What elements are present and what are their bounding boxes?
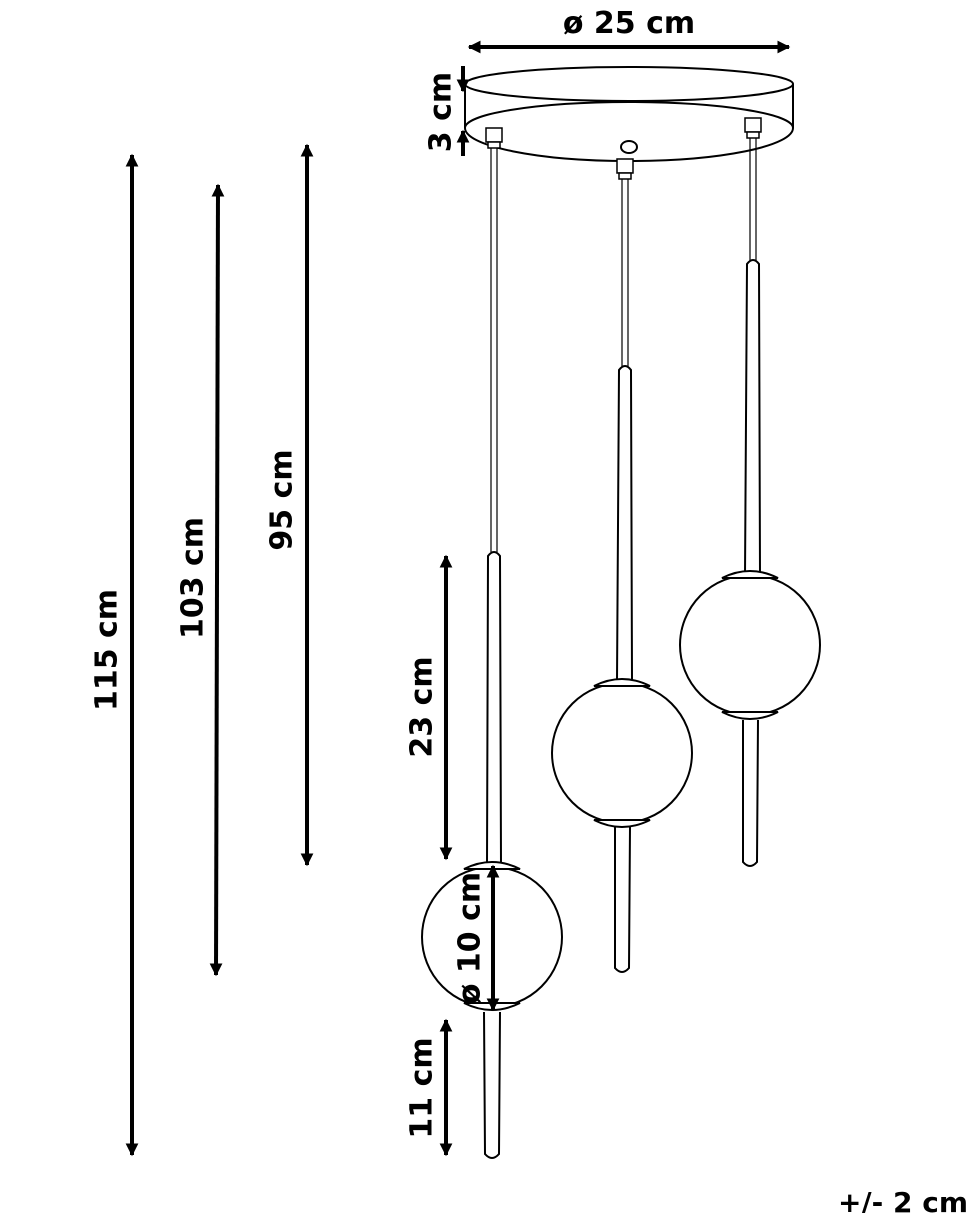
clamp-middle (616, 158, 634, 174)
dimension-labels: ø 25 cm 3 cm 115 cm 103 cm 95 cm 23 cm ø… (90, 6, 969, 1218)
globe-top-cap-right (721, 570, 779, 579)
canopy-top (464, 66, 794, 102)
upper-rod-left (486, 551, 502, 866)
label-short-height: 95 cm (265, 449, 300, 550)
label-lower-rod-length: 11 cm (405, 1037, 440, 1138)
canopy-screw (620, 140, 638, 154)
pendant-middle (551, 365, 693, 973)
lower-rod-right (742, 719, 759, 867)
label-canopy-diameter: ø 25 cm (563, 6, 695, 41)
pendant-right (679, 259, 821, 867)
clamp-right (744, 117, 762, 133)
label-total-height: 115 cm (90, 589, 125, 711)
label-tolerance: +/- 2 cm (838, 1186, 968, 1213)
cables (490, 138, 757, 552)
globe-bottom-cap-middle (593, 819, 651, 828)
canopy-bottom-edge (464, 101, 794, 129)
lower-rod-middle (614, 826, 631, 973)
ceiling-canopy (464, 66, 794, 162)
upper-rod-middle (616, 365, 633, 682)
globe-top-cap-middle (593, 678, 651, 687)
dimension-arrows (125, 40, 791, 1157)
label-globe-diameter: ø 10 cm (453, 872, 488, 1004)
pendant-left (421, 551, 563, 1159)
globe-right (679, 574, 821, 716)
upper-rod-right (744, 259, 761, 576)
cable-clamps (485, 117, 762, 180)
label-upper-rod-length: 23 cm (405, 656, 440, 757)
dim-middle-height-arrow (209, 183, 225, 977)
lower-rod-left (483, 1011, 501, 1159)
clamp-left (485, 127, 503, 143)
label-middle-height: 103 cm (176, 517, 211, 639)
globe-bottom-cap-right (721, 711, 779, 720)
globe-middle (551, 682, 693, 824)
label-canopy-height: 3 cm (424, 72, 459, 152)
